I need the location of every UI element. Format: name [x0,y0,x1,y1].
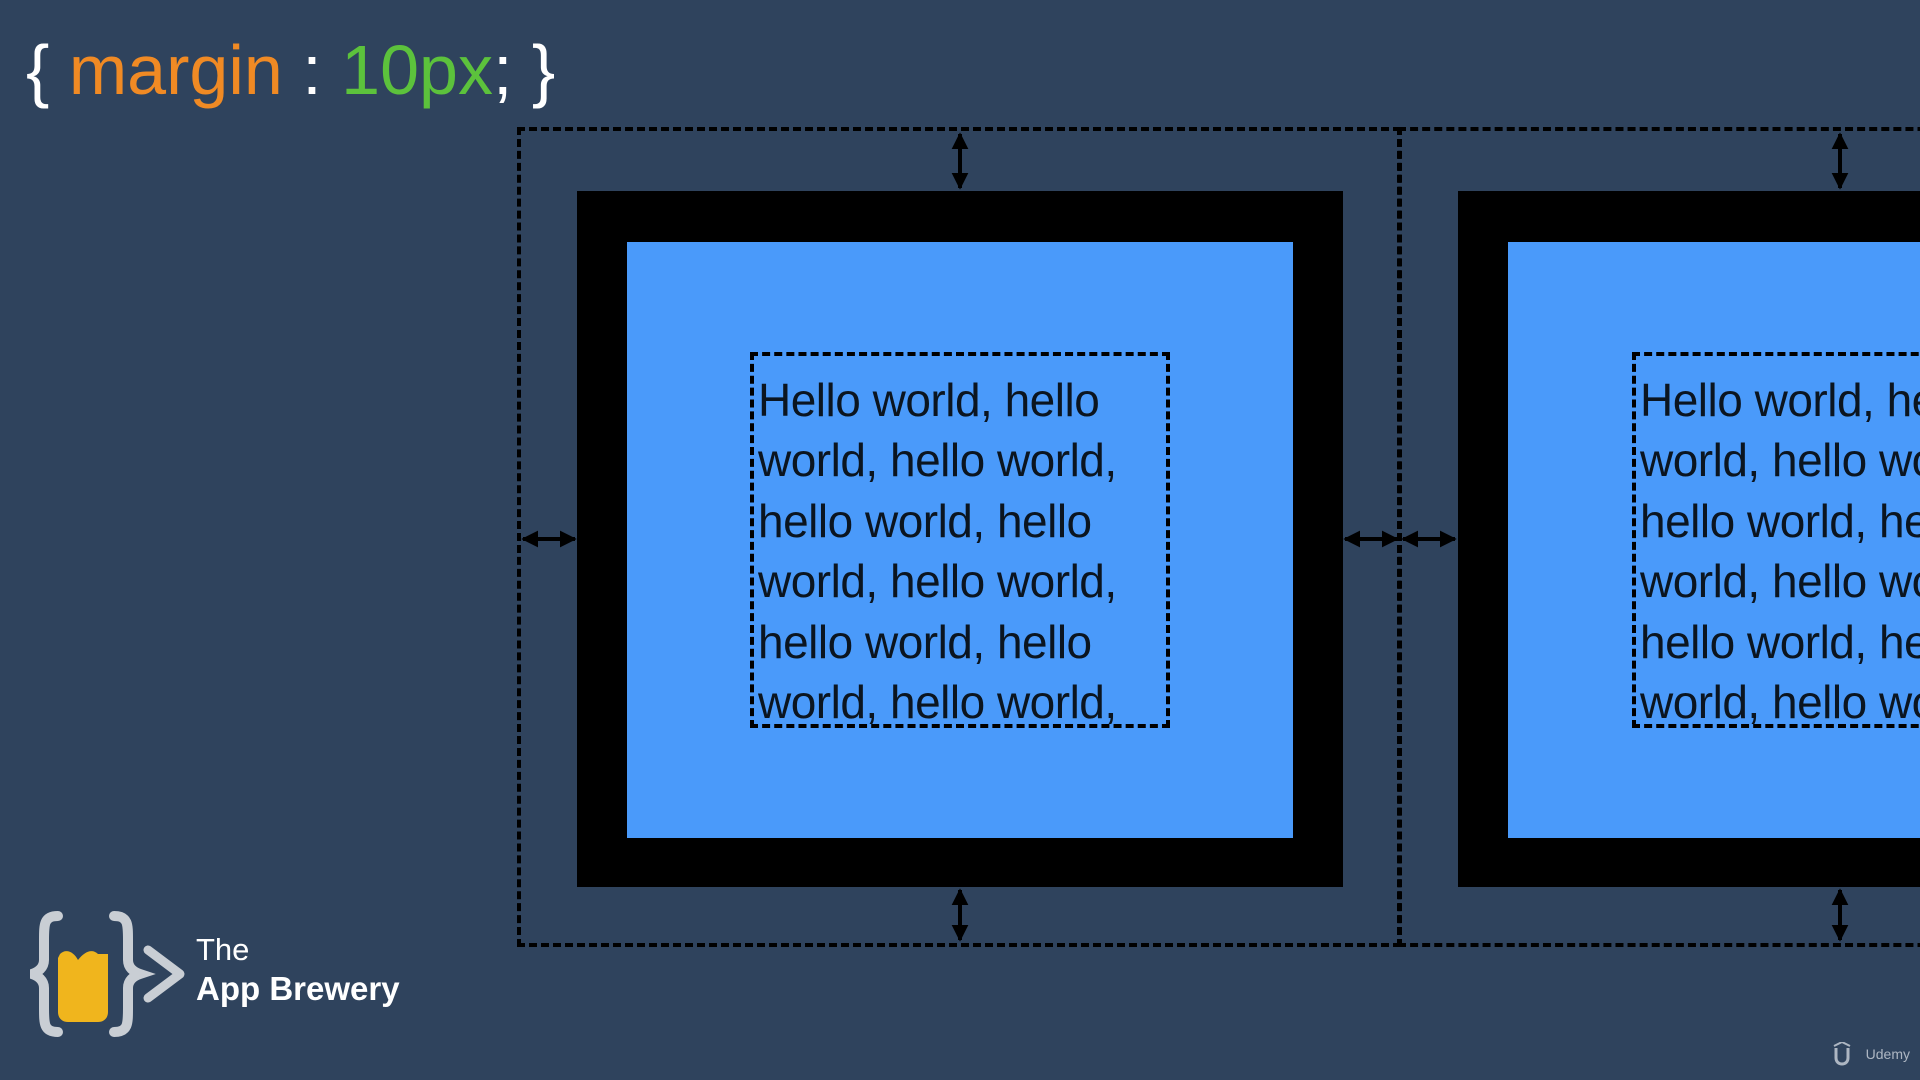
css-code-title: { margin : 10px; } [26,28,555,112]
udemy-logo-icon [1833,1042,1851,1066]
logo-text-the: The [196,932,250,967]
logo-text-app-brewery: App Brewery [196,970,400,1007]
close-brace: } [531,31,556,109]
content-box: Hello world, hello world, hello world, h… [750,352,1170,728]
semicolon: ; [492,31,513,109]
content-box: Hello world, hello world, hello world, h… [1632,352,1920,728]
udemy-watermark: Udemy [1832,1040,1910,1068]
padding-box [1508,242,1920,838]
app-brewery-logo-icon [30,911,185,1037]
content-text: Hello world, hello world, hello world, h… [1640,374,1920,728]
udemy-label: Udemy [1865,1046,1910,1062]
css-property: margin [68,31,283,109]
margin-box [1398,127,1920,947]
colon: : [302,31,322,109]
padding-box [627,242,1293,838]
open-brace: { [26,31,50,109]
app-brewery-logo: The App Brewery [30,910,430,1040]
css-value: 10px [341,31,493,109]
content-text: Hello world, hello world, hello world, h… [758,374,1117,728]
